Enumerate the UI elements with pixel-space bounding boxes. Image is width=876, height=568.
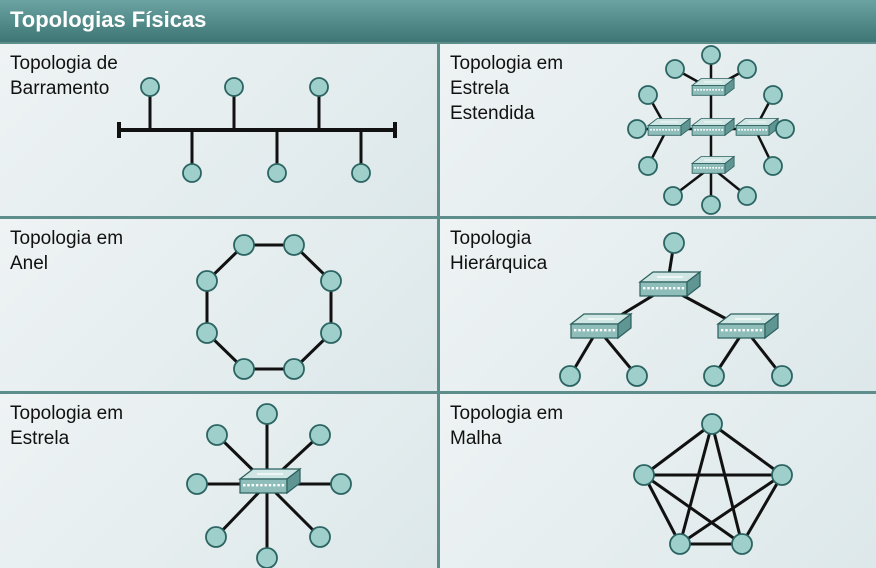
- host-node-icon: [309, 77, 329, 97]
- host-node-icon: [206, 424, 228, 446]
- network-link: [678, 423, 714, 545]
- host-node-icon: [196, 270, 218, 292]
- host-node-icon: [663, 186, 683, 206]
- star-topology-cell: Topologia em Estrela: [0, 394, 437, 568]
- network-link: [711, 422, 783, 477]
- switch-icon: [690, 117, 736, 137]
- host-node-icon: [320, 270, 342, 292]
- host-node-icon: [186, 473, 208, 495]
- hierarchical-topology-diagram: [559, 232, 793, 387]
- ring-topology-cell: Topologia em Anel: [0, 219, 437, 391]
- host-node-icon: [283, 234, 305, 256]
- host-node-icon: [701, 195, 721, 215]
- host-node-icon: [283, 358, 305, 380]
- star-topology-label: Topologia em Estrela: [10, 401, 123, 451]
- network-link: [679, 473, 783, 546]
- label-line: Topologia em: [450, 403, 564, 424]
- bus-topology-label: Topologia de Barramento: [10, 51, 118, 101]
- host-node-icon: [665, 59, 685, 79]
- network-link: [643, 473, 743, 546]
- label-line: Topologia de: [10, 53, 118, 74]
- host-node-icon: [775, 119, 795, 139]
- host-node-icon: [771, 365, 793, 387]
- host-node-icon: [559, 365, 581, 387]
- label-line: Topologia em: [10, 228, 124, 249]
- host-node-icon: [763, 156, 783, 176]
- label-line: Topologia em: [10, 403, 124, 424]
- host-node-icon: [309, 526, 331, 548]
- switch-icon: [690, 155, 736, 175]
- host-node-icon: [196, 322, 218, 344]
- host-node-icon: [320, 322, 342, 344]
- mesh-topology-cell: Topologia em Malha: [440, 394, 876, 568]
- host-node-icon: [309, 424, 331, 446]
- hierarchical-topology-cell: Topologia Hierárquica: [440, 219, 876, 391]
- bus-topology-cell: Topologia de Barramento: [0, 44, 437, 216]
- host-node-icon: [638, 85, 658, 105]
- label-line: Barramento: [10, 78, 110, 99]
- host-node-icon: [233, 358, 255, 380]
- label-line: Estendida: [450, 103, 535, 124]
- mesh-topology-diagram: [633, 413, 793, 555]
- host-node-icon: [626, 365, 648, 387]
- host-node-icon: [663, 232, 685, 254]
- host-node-icon: [351, 163, 371, 183]
- label-line: Anel: [10, 253, 49, 274]
- switch-icon: [716, 312, 780, 340]
- hierarchical-topology-label: Topologia Hierárquica: [450, 226, 547, 276]
- label-line: Estrela: [450, 78, 510, 99]
- host-node-icon: [182, 163, 202, 183]
- extended-star-topology-cell: Topologia em Estrela Estendida: [440, 44, 876, 216]
- extended-star-topology-label: Topologia em Estrela Estendida: [450, 51, 563, 126]
- network-link: [643, 422, 713, 477]
- label-line: Malha: [450, 428, 502, 449]
- label-line: Topologia em: [450, 53, 564, 74]
- host-node-icon: [763, 85, 783, 105]
- host-node-icon: [737, 59, 757, 79]
- title-bar: Topologias Físicas: [0, 0, 876, 42]
- host-node-icon: [330, 473, 352, 495]
- host-node-icon: [140, 77, 160, 97]
- host-node-icon: [638, 156, 658, 176]
- host-node-icon: [771, 464, 793, 486]
- host-node-icon: [224, 77, 244, 97]
- host-node-icon: [627, 119, 647, 139]
- label-line: Estrela: [10, 428, 70, 449]
- switch-icon: [646, 117, 692, 137]
- host-node-icon: [256, 403, 278, 425]
- host-node-icon: [701, 45, 721, 65]
- host-node-icon: [233, 234, 255, 256]
- host-node-icon: [669, 533, 691, 555]
- switch-icon: [734, 117, 780, 137]
- host-node-icon: [731, 533, 753, 555]
- host-node-icon: [267, 163, 287, 183]
- ring-link: [205, 243, 333, 371]
- ring-topology-diagram: [196, 234, 342, 380]
- host-node-icon: [256, 547, 278, 568]
- network-link: [642, 474, 682, 545]
- host-node-icon: [737, 186, 757, 206]
- switch-icon: [569, 312, 633, 340]
- extended-star-topology-diagram: [627, 45, 795, 215]
- mesh-topology-label: Topologia em Malha: [450, 401, 563, 451]
- topology-grid: Topologia de Barramento Topologia em Est…: [0, 42, 876, 568]
- switch-icon: [638, 270, 702, 298]
- host-node-icon: [701, 413, 723, 435]
- label-line: Hierárquica: [450, 253, 548, 274]
- ring-topology-label: Topologia em Anel: [10, 226, 123, 276]
- switch-icon: [690, 77, 736, 97]
- network-link: [740, 474, 784, 545]
- switch-icon: [238, 467, 302, 495]
- host-node-icon: [633, 464, 655, 486]
- star-topology-diagram: [186, 403, 352, 568]
- page-title: Topologias Físicas: [10, 7, 207, 32]
- network-link: [710, 423, 744, 545]
- host-node-icon: [703, 365, 725, 387]
- label-line: Topologia: [450, 228, 532, 249]
- bus-topology-diagram: [117, 77, 397, 183]
- host-node-icon: [205, 526, 227, 548]
